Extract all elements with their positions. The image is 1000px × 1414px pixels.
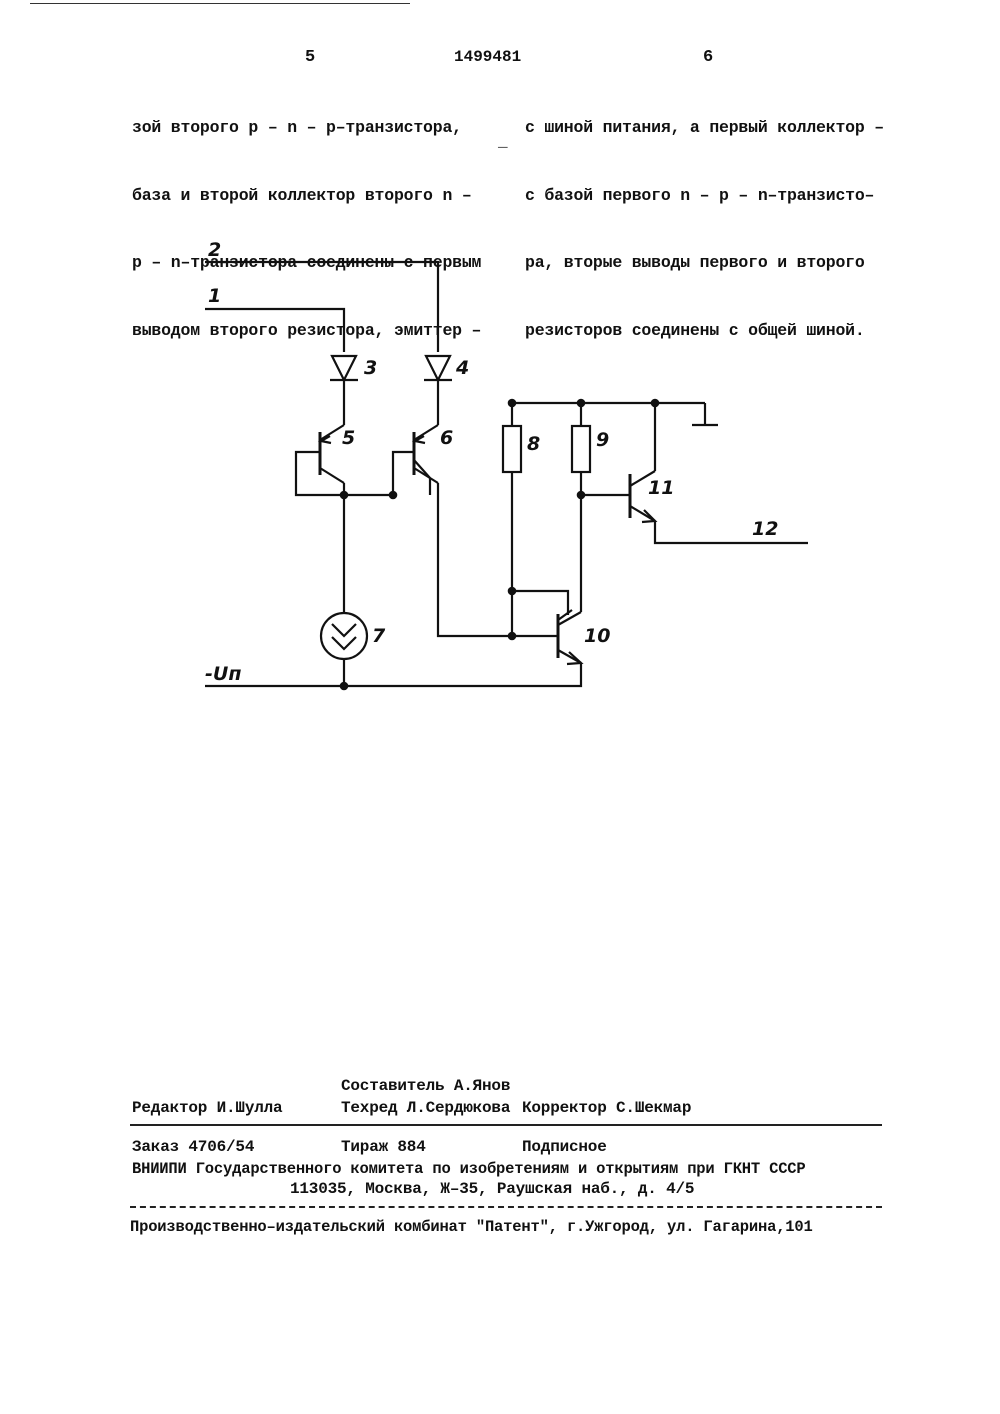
org-line: ВНИИПИ Государственного комитета по изоб… — [132, 1160, 806, 1178]
wire-input2 — [205, 262, 438, 352]
transistor-6 — [393, 425, 512, 636]
supply-rail — [205, 663, 581, 686]
printer-line: Производственно–издательский комбинат "П… — [130, 1218, 813, 1236]
order-line: Заказ 4706/54 — [132, 1138, 254, 1156]
footer-rule-top — [130, 1124, 882, 1126]
wire-input1 — [205, 309, 344, 352]
label-diode3: 3 — [364, 357, 377, 379]
label-current-source7: 7 — [372, 625, 386, 647]
techred-line: Техред Л.Сердюкова — [341, 1099, 510, 1117]
label-transistor10: 10 — [584, 625, 610, 647]
label-transistor5: 5 — [342, 427, 355, 449]
circuit-schematic: 2 1 3 4 5 6 7 8 9 10 11 12 -Uп — [0, 0, 1000, 760]
diode-3 — [330, 356, 358, 425]
resistor-9 — [572, 403, 590, 495]
label-diode4: 4 — [455, 357, 469, 379]
diode-4 — [424, 356, 452, 425]
circulation-line: Тираж 884 — [341, 1138, 426, 1156]
subscription-line: Подписное — [522, 1138, 607, 1156]
footer-rule-bottom — [130, 1206, 882, 1208]
corrector-line: Корректор С.Шекмар — [522, 1099, 691, 1117]
label-transistor11: 11 — [648, 477, 674, 499]
label-output12: 12 — [752, 518, 778, 540]
label-transistor6: 6 — [440, 427, 453, 449]
transistor-10 — [512, 495, 581, 664]
editor-line: Редактор И.Шулла — [132, 1099, 282, 1117]
label-input1: 1 — [208, 285, 221, 307]
current-source-7 — [321, 613, 367, 686]
label-resistor9: 9 — [596, 429, 609, 451]
address-line: 113035, Москва, Ж–35, Раушская наб., д. … — [290, 1180, 694, 1198]
label-input2: 2 — [208, 239, 221, 261]
label-resistor8: 8 — [527, 433, 540, 455]
compiler-line: Составитель А.Янов — [341, 1077, 510, 1095]
junction-dot — [390, 492, 396, 498]
resistor-8 — [503, 403, 521, 636]
label-supply: -Uп — [205, 663, 241, 685]
